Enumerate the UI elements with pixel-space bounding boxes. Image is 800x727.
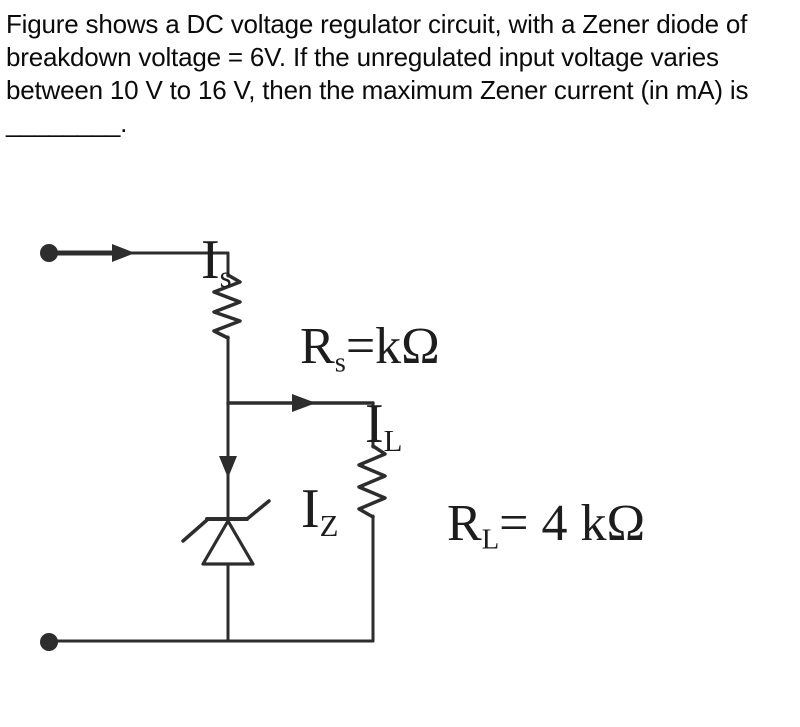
question-line: breakdown voltage = 6V. If the unregulat…	[6, 42, 719, 72]
load-resistor-subscript: L	[481, 524, 500, 556]
zener-right-wing	[245, 499, 271, 521]
series-resistor-zigzag	[212, 273, 242, 340]
series-resistor-value: =kΩ	[345, 318, 440, 375]
load-resistor-value: = 4 kΩ	[499, 495, 646, 552]
question-text: Figure shows a DC voltage regulator circ…	[6, 8, 786, 140]
question-line: Figure shows a DC voltage regulator circ…	[6, 9, 748, 39]
load-current-label: IL	[309, 340, 402, 513]
zener-current-subscript: Z	[319, 509, 339, 544]
question-line: between 10 V to 16 V, then the maximum Z…	[6, 75, 749, 105]
zener-current-label: IZ	[245, 425, 338, 598]
series-resistor-subscript: s	[334, 347, 346, 379]
zener-diode-symbol	[181, 499, 271, 566]
zener-current-base: I	[301, 478, 320, 540]
source-current-arrow	[112, 244, 135, 262]
source-current-subscript: s	[219, 260, 232, 295]
load-current-base: I	[365, 393, 384, 455]
answer-blank: ________.	[6, 108, 128, 138]
series-resistor-base: R	[300, 318, 335, 375]
load-resistor-zigzag	[357, 444, 387, 519]
series-resistor-label: Rs=kΩ	[248, 269, 440, 430]
source-current-base: I	[201, 229, 220, 291]
zener-current-arrow	[219, 456, 237, 478]
load-current-arrow	[292, 394, 316, 412]
source-current-label: Is	[145, 176, 232, 349]
load-resistor-label: RL= 4 kΩ	[395, 446, 645, 607]
ground-terminal-dot	[40, 633, 58, 651]
zener-left-wing	[181, 518, 209, 543]
load-resistor-base: R	[447, 495, 482, 552]
load-current-subscript: L	[383, 424, 403, 459]
